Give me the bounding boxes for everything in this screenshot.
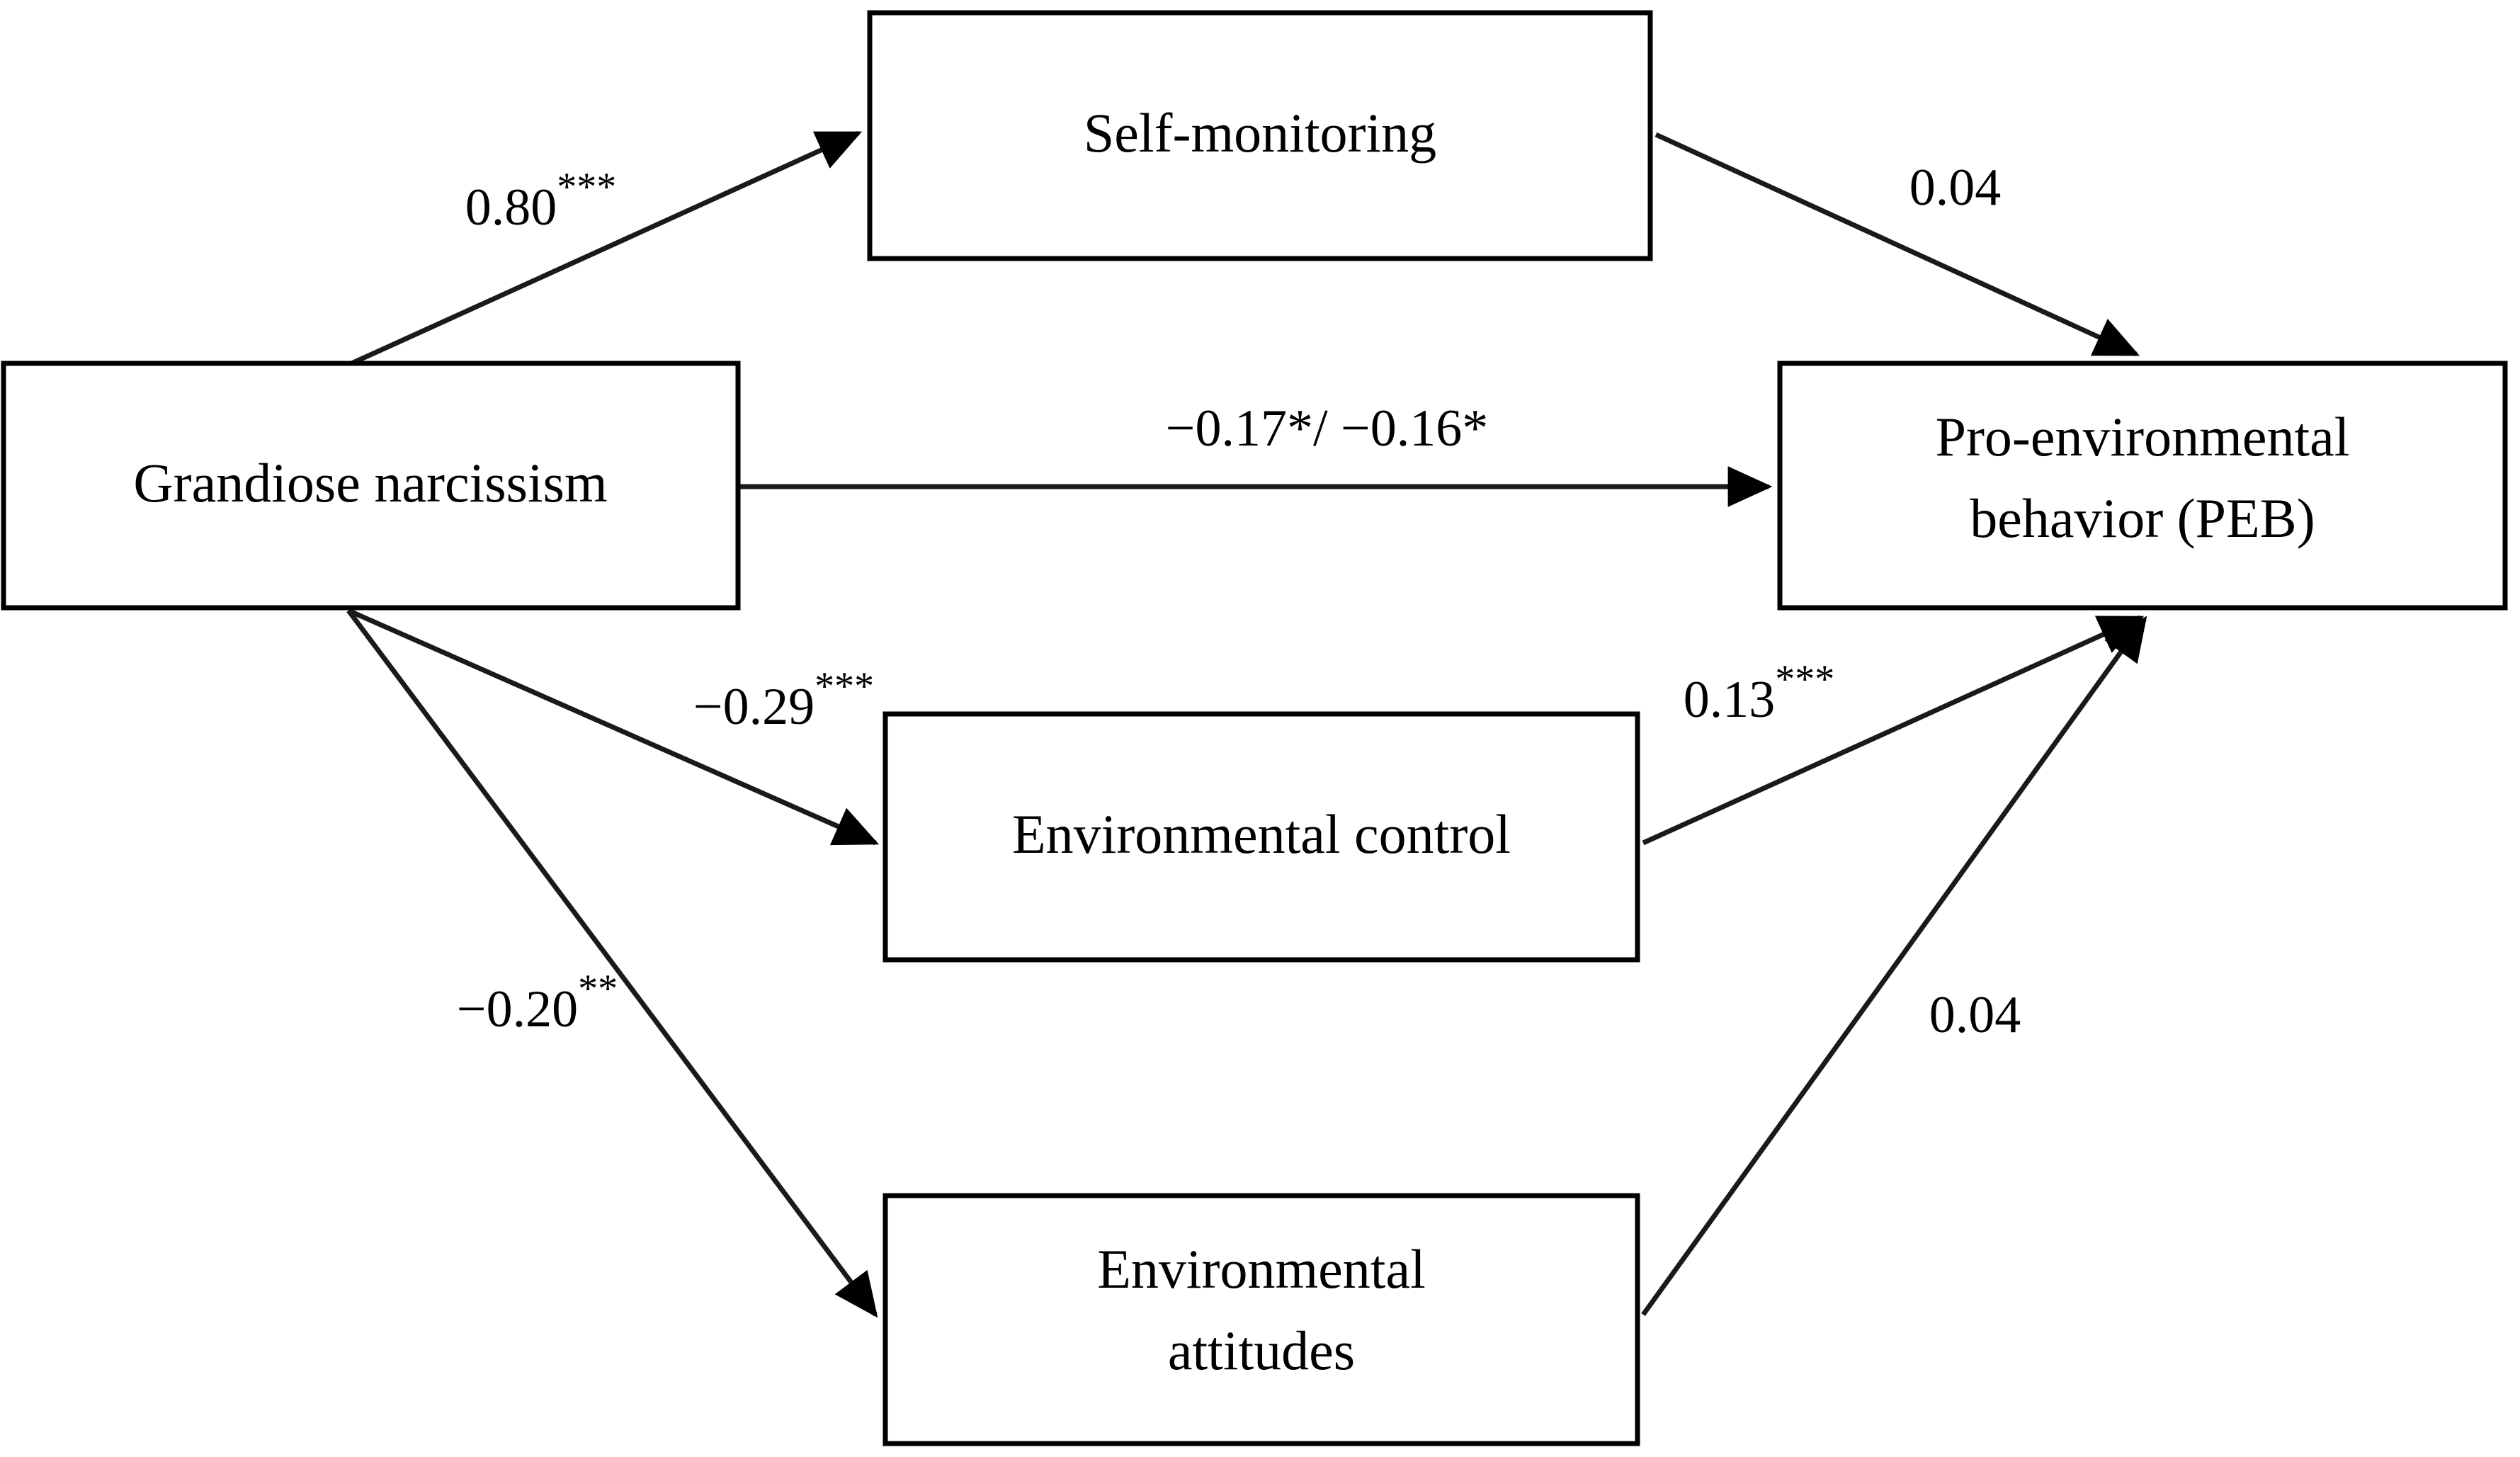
nodes-group: Self-monitoring Grandiose narcissism Pro… [1,10,2508,1446]
edge-label-value: 0.80 [465,178,557,237]
edge-label-value: 0.04 [1929,986,2021,1044]
node-environmental-control-box[interactable] [882,711,1640,963]
node-environmental-control-label: Environmental control [1012,803,1511,865]
edge-label-grandiose-to-environmental-attitudes: −0.20** [339,967,709,1038]
edge-label-grandiose-to-peb: −0.17*/ −0.16* [1048,399,1580,458]
node-grandiose-narcissism-label: Grandiose narcissism [133,452,607,514]
node-environmental-attitudes-box[interactable] [882,1193,1640,1446]
node-peb-label-line2: behavior (PEB) [1970,487,2315,549]
node-self-monitoring-label: Self-monitoring [1084,102,1436,164]
node-environmental-attitudes-label-line2: attitudes [1168,1320,1355,1381]
edge-environmental-control-to-peb [1642,615,2145,846]
edge-label-environmental-control-to-peb: 0.13*** [1565,657,1926,729]
node-environmental-attitudes-label-line1: Environmental [1097,1238,1426,1300]
edge-self-monitoring-to-peb [1655,132,2140,357]
node-peb-box[interactable] [1777,361,2508,611]
node-self-monitoring-box[interactable] [867,10,1653,261]
edge-environmental-attitudes-to-peb [1641,616,2147,1317]
edge-labels-group: 0.80*** 0.04 −0.17*/ −0.16* −0.29*** 0.1… [339,159,2113,1044]
edge-grandiose-to-environmental-attitudes [346,608,878,1318]
edge-label-stars: *** [815,664,874,708]
edge-label-self-monitoring-to-peb: 0.04 [1791,159,2093,217]
node-peb-label-line1: Pro-environmental [1936,406,2350,467]
edge-label-grandiose-to-environmental-control: −0.29*** [575,664,965,736]
edge-label-value: 0.13 [1684,671,1776,729]
edges-group [346,130,2147,1318]
edge-label-grandiose-to-self-monitoring: 0.80*** [347,165,708,237]
edge-label-stars: *** [1775,657,1834,701]
edge-label-value: 0.04 [1909,159,2002,217]
edge-label-value: −0.20 [457,980,578,1038]
edge-label-value: −0.29 [693,678,815,736]
edge-grandiose-to-environmental-control [347,608,880,846]
edge-label-environmental-attitudes-to-peb: 0.04 [1811,986,2113,1044]
node-grandiose-narcissism-box[interactable] [1,361,741,611]
edge-label-stars: *** [557,165,616,209]
edge-grandiose-to-self-monitoring [347,130,863,368]
edge-label-stars: ** [578,967,618,1011]
edge-label-value: −0.17*/ −0.16* [1166,399,1489,458]
